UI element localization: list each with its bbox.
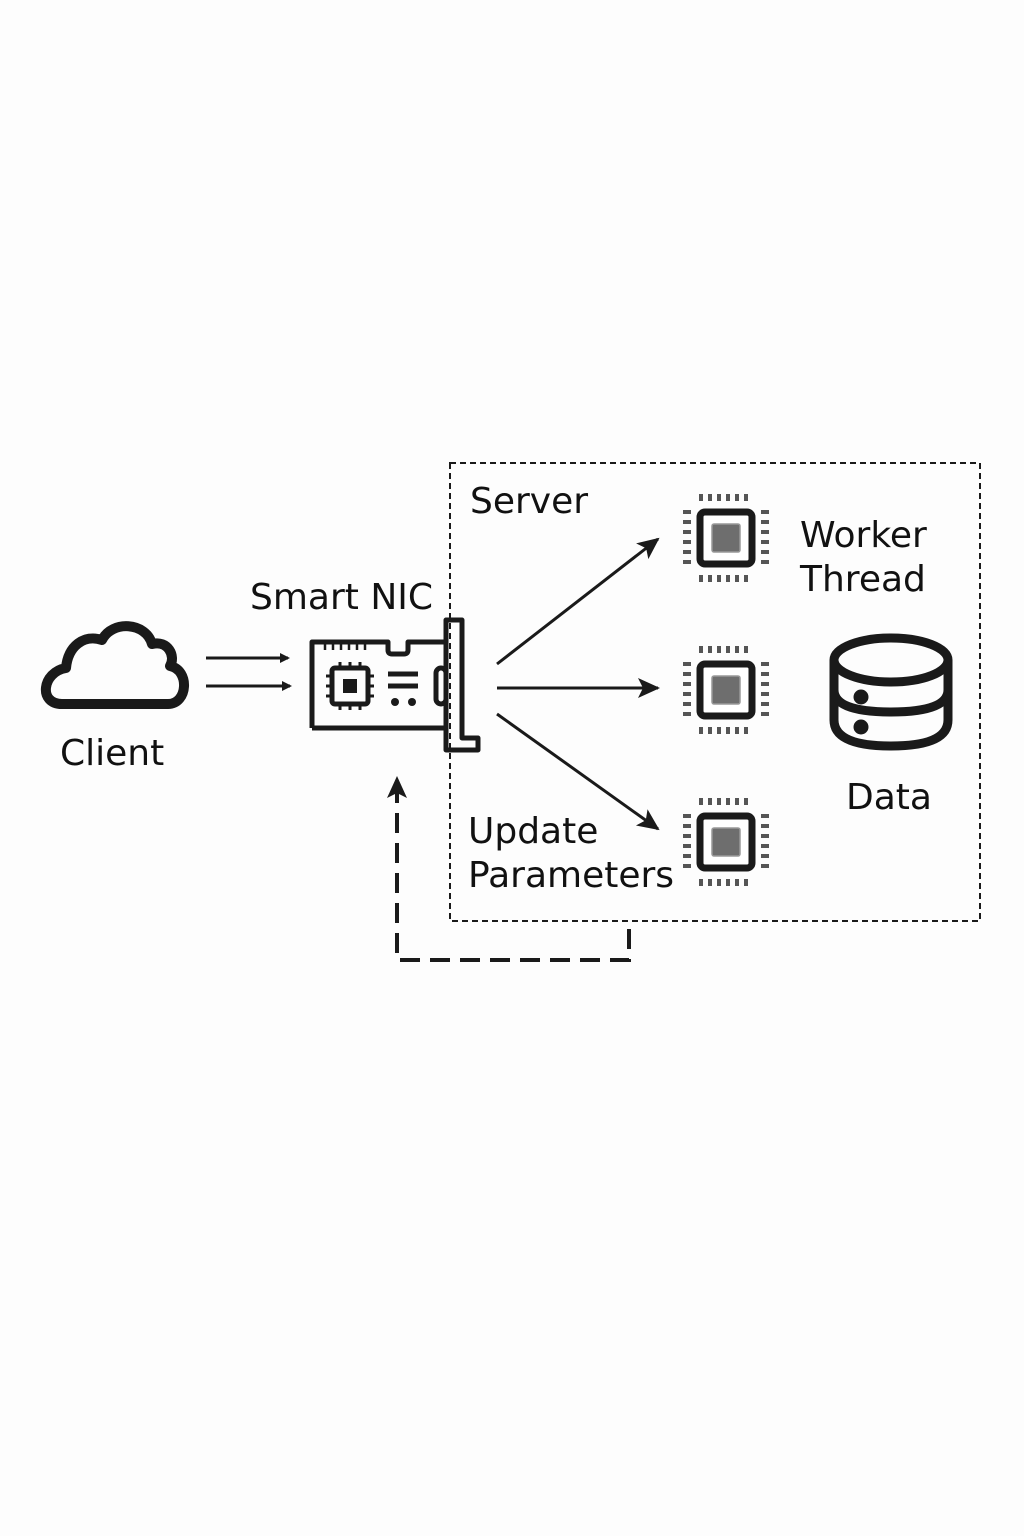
- cloud-icon: [40, 621, 189, 709]
- update-parameters-label-line2: Parameters: [468, 855, 675, 896]
- server-boundary: [449, 462, 981, 922]
- update-parameters-label-line1: Update: [468, 811, 599, 852]
- network-card-icon: [309, 617, 481, 753]
- update-parameters-feedback-arrow: [387, 776, 631, 962]
- arrow-to-worker-1: [496, 537, 660, 666]
- database-icon: [829, 633, 953, 751]
- data-label: Data: [846, 777, 932, 818]
- cpu-chip-icon: [683, 646, 769, 734]
- server-label: Server: [470, 481, 589, 522]
- worker-thread-label-line1: Worker: [800, 515, 927, 556]
- client-label: Client: [60, 733, 165, 774]
- arrow-to-worker-3: [496, 712, 660, 831]
- cpu-chip-icon: [683, 494, 769, 582]
- worker-thread-label-line2: Thread: [800, 559, 926, 600]
- cpu-chip-icon: [683, 798, 769, 886]
- smart-nic-label: Smart NIC: [250, 577, 434, 618]
